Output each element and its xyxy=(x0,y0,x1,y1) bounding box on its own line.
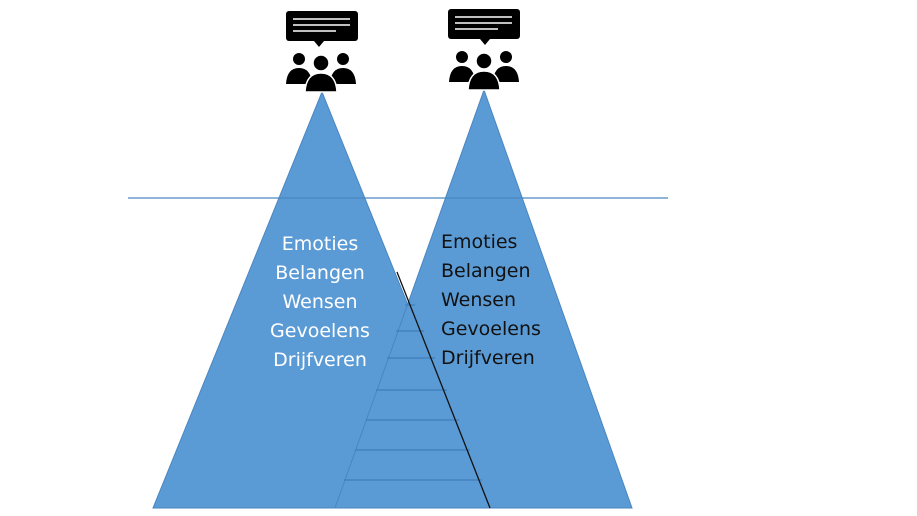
list-item: Drijfveren xyxy=(441,347,535,369)
left-iceberg-list: Emoties Belangen Wensen Gevoelens Drijfv… xyxy=(232,230,408,375)
list-item: Gevoelens xyxy=(441,318,541,340)
list-item: Wensen xyxy=(441,289,517,311)
list-item: Gevoelens xyxy=(270,320,370,342)
overlap-edge xyxy=(396,271,491,509)
list-item: Drijfveren xyxy=(273,349,367,371)
right-iceberg xyxy=(334,88,633,509)
list-item: Emoties xyxy=(441,231,518,253)
right-iceberg-list: Emoties Belangen Wensen Gevoelens Drijfv… xyxy=(441,228,541,373)
list-item: Belangen xyxy=(441,260,531,282)
list-item: Wensen xyxy=(282,291,358,313)
overlap-steps xyxy=(344,304,482,481)
group-chat-icon xyxy=(286,11,358,93)
list-item: Belangen xyxy=(275,262,365,284)
list-item: Emoties xyxy=(281,233,359,255)
group-chat-icon xyxy=(448,9,520,91)
